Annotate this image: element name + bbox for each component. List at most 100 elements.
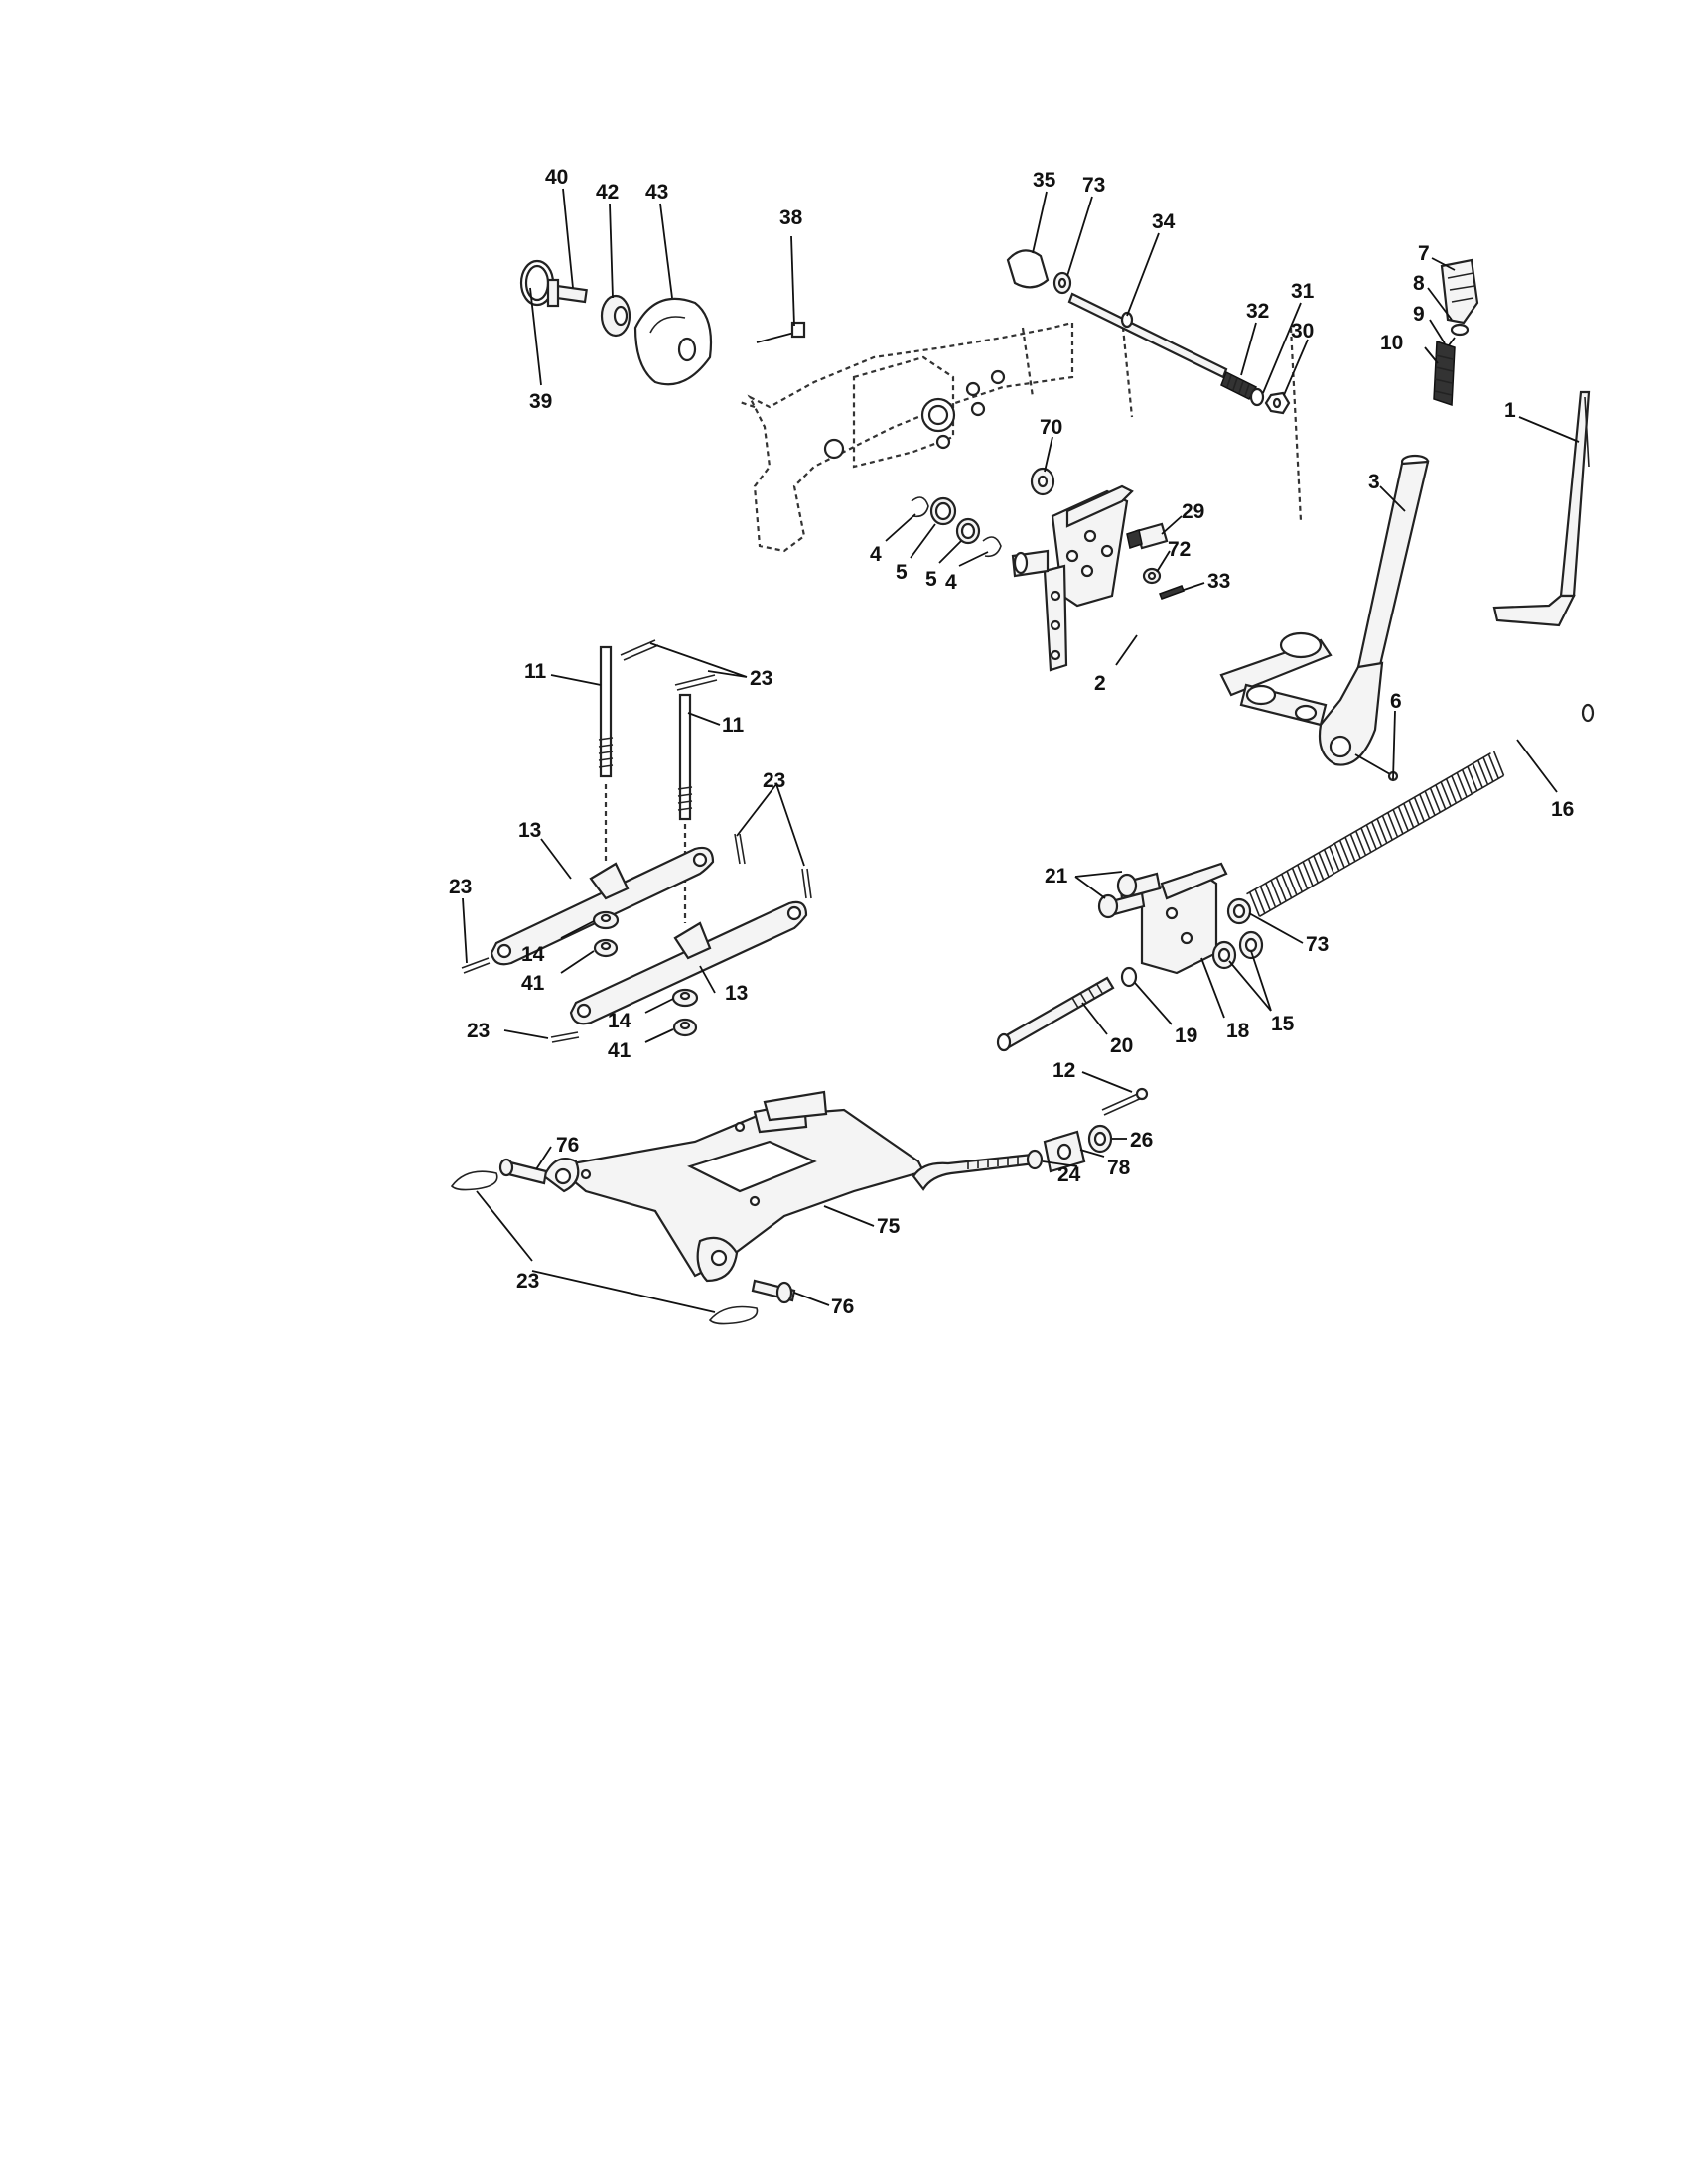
callout-40: 40 [545, 166, 568, 189]
callout-15: 15 [1271, 1013, 1295, 1035]
callout-13-lower: 13 [725, 982, 748, 1005]
part-21-bolt-a [1116, 872, 1162, 900]
part-75-plate [542, 1090, 1037, 1283]
callout-41-upper: 41 [521, 972, 545, 995]
callout-21: 21 [1045, 865, 1068, 887]
part-34-rod [1067, 292, 1228, 379]
part-72-nut [1142, 567, 1162, 585]
part-3-handle [1318, 454, 1430, 766]
part-43-cam [633, 297, 713, 386]
callout-9: 9 [1413, 303, 1425, 326]
part-4-clip-a [911, 496, 929, 518]
callout-32: 32 [1246, 300, 1269, 323]
callout-23-left: 23 [449, 876, 472, 898]
callout-38: 38 [779, 206, 803, 229]
part-2-shaft-bracket [1011, 484, 1333, 727]
callout-13-upper: 13 [518, 819, 541, 842]
part-30-nut [1264, 391, 1291, 415]
callout-33: 33 [1207, 570, 1230, 593]
part-10-spring [1433, 340, 1456, 407]
part-5-bushing-b [955, 517, 981, 545]
callout-11-left: 11 [524, 660, 547, 683]
part-35-knob [1006, 249, 1050, 289]
part-29-bolt [1126, 522, 1169, 550]
callout-12: 12 [1052, 1059, 1075, 1082]
callout-34: 34 [1152, 210, 1176, 233]
callout-39: 39 [529, 390, 552, 413]
callout-73-right: 73 [1306, 933, 1329, 956]
part-76-pin-upper [498, 1158, 548, 1185]
callout-23-top: 23 [750, 667, 772, 690]
callout-23-lower-left: 23 [467, 1020, 490, 1042]
callout-42: 42 [596, 181, 619, 204]
part-8-ring [1450, 323, 1470, 337]
part-23-cotter-upper-right-a [734, 833, 746, 865]
part-5-bushing-a [929, 496, 957, 526]
part-6-screw [1354, 753, 1399, 782]
callout-2: 2 [1094, 672, 1106, 695]
part-73-washer-top [1052, 271, 1072, 295]
part-41-nut-b [672, 1018, 698, 1037]
part-4-clip-b [982, 536, 1002, 558]
part-42-bushing [600, 294, 632, 338]
callout-75: 75 [877, 1215, 901, 1238]
callout-14-lower: 14 [608, 1010, 632, 1032]
part-38-pin [756, 321, 806, 343]
callout-20: 20 [1110, 1034, 1133, 1057]
callout-29: 29 [1182, 500, 1204, 523]
part-15-bushing-b [1238, 930, 1264, 960]
callout-30: 30 [1291, 320, 1314, 342]
callout-24: 24 [1057, 1163, 1081, 1186]
callout-4-right: 4 [945, 571, 957, 594]
part-33-pin [1159, 585, 1185, 600]
callout-7: 7 [1418, 242, 1430, 265]
part-70-washer [1030, 467, 1055, 496]
callout-31: 31 [1291, 280, 1315, 303]
leader-lines [462, 188, 1580, 1313]
callout-5-right: 5 [925, 568, 937, 591]
part-19-washer [1120, 966, 1138, 988]
callout-18: 18 [1226, 1020, 1250, 1042]
callout-76-lower: 76 [831, 1296, 854, 1318]
part-26-bushing [1087, 1124, 1113, 1154]
part-11-bolt-b [677, 693, 693, 923]
part-16-end-fitting [1581, 703, 1595, 723]
part-24-nut [1026, 1149, 1044, 1170]
callout-11-right: 11 [722, 714, 745, 737]
callout-70: 70 [1040, 416, 1062, 439]
part-23-clip-upper [450, 1170, 498, 1191]
callout-4-left: 4 [870, 543, 882, 566]
callout-19: 19 [1175, 1024, 1197, 1047]
part-12-pin [1101, 1087, 1149, 1116]
callout-10: 10 [1380, 332, 1403, 354]
callout-23-right: 23 [763, 769, 785, 792]
callout-73-top: 73 [1082, 174, 1105, 197]
part-16-spring [1246, 751, 1505, 917]
part-23-clip-lower [708, 1305, 759, 1325]
part-76-pin-lower [751, 1279, 796, 1304]
part-14-washer-a [592, 910, 620, 930]
part-23-cotter-upper-right-b [801, 868, 812, 899]
part-41-nut-a [593, 938, 619, 958]
part-7-knob [1440, 258, 1479, 325]
part-31-washer [1249, 387, 1265, 407]
part-13-link-lower [569, 900, 808, 1025]
callout-5-left: 5 [896, 561, 908, 584]
callout-43: 43 [645, 181, 668, 204]
part-23-cotter-left-upper [461, 957, 491, 974]
part-11-bolt-a [598, 645, 614, 864]
callout-1: 1 [1504, 399, 1516, 422]
callout-6: 6 [1390, 690, 1402, 713]
part-20-bolt [996, 976, 1115, 1052]
callout-26: 26 [1130, 1129, 1153, 1152]
part-13-link-upper [490, 846, 715, 966]
part-18-bracket [1140, 862, 1228, 975]
part-23-cotter-left-lower [550, 1031, 580, 1043]
part-40-bolt [546, 278, 588, 308]
part-23-pin-top-a [620, 639, 659, 661]
frame-plate [739, 317, 1303, 553]
part-23-pin-top-b [674, 674, 718, 691]
part-73-washer-right [1226, 897, 1252, 925]
callout-3: 3 [1368, 471, 1380, 493]
